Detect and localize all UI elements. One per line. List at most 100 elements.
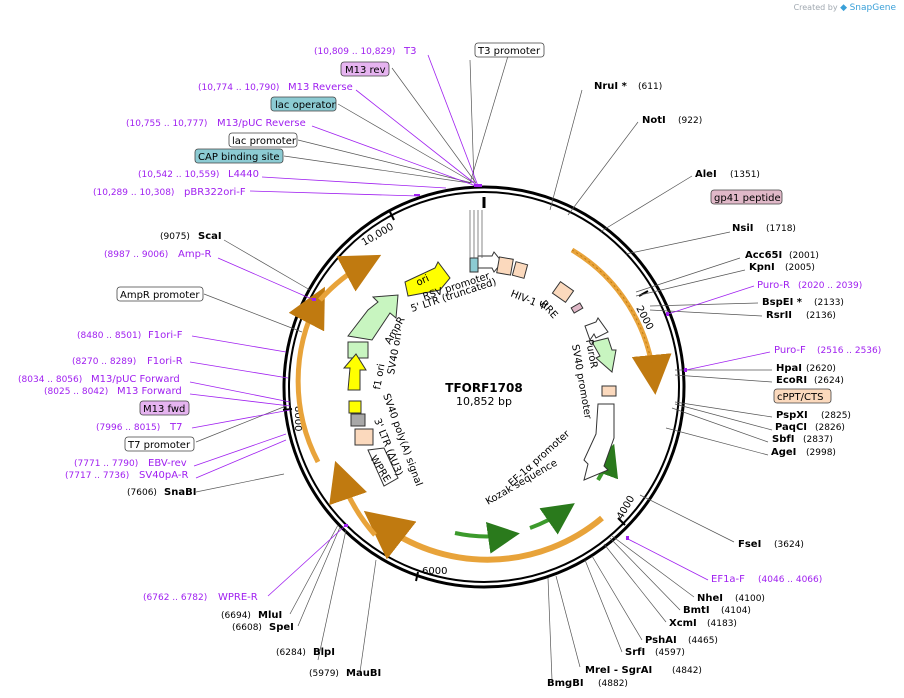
feature-hiv-psi-block bbox=[511, 261, 529, 279]
enzyme-label: FseI bbox=[738, 539, 761, 550]
primer-position: (8480 .. 8501) bbox=[77, 331, 141, 341]
enzyme-label: BlpI bbox=[313, 647, 335, 658]
enzyme-position: (6284) bbox=[276, 648, 306, 658]
primer-position: (10,809 .. 10,829) bbox=[314, 47, 395, 57]
enzyme-label: PaqCI bbox=[775, 422, 807, 433]
primer-leader-lines bbox=[189, 54, 771, 597]
primer-position: (8025 .. 8042) bbox=[44, 387, 108, 397]
box-lac-operator: lac operator bbox=[275, 100, 336, 111]
enzyme-position: (2620) bbox=[806, 364, 836, 374]
feature-cppt-block bbox=[601, 385, 617, 397]
enzyme-label: ScaI bbox=[198, 231, 222, 242]
enzyme-label: EcoRI bbox=[776, 375, 807, 386]
enzyme-position: (2826) bbox=[815, 423, 845, 433]
primer-position: (4046 .. 4066) bbox=[758, 575, 822, 585]
primer-label: Puro-R bbox=[757, 280, 790, 291]
enzyme-label: NruI * bbox=[594, 81, 628, 92]
primer-label: WPRE-R bbox=[218, 592, 258, 603]
enzyme-labels-right: NruI * (611) NotI (922) AleI (1351) NsiI… bbox=[547, 81, 851, 689]
primer-label: Amp-R bbox=[178, 249, 212, 260]
box-lac-promoter: lac promoter bbox=[232, 136, 297, 147]
enzyme-label: RsrII bbox=[766, 310, 792, 321]
feature-sv40-promoter-arrow bbox=[584, 317, 609, 342]
primer-label: M13 Reverse bbox=[288, 82, 353, 93]
enzyme-label: AgeI bbox=[771, 447, 796, 458]
primer-label: EBV-rev bbox=[148, 458, 187, 469]
enzyme-label: PspXI bbox=[776, 410, 808, 421]
primer-label: M13 Forward bbox=[117, 386, 182, 397]
enzyme-position: (4597) bbox=[655, 648, 685, 658]
primer-position: (8034 .. 8056) bbox=[18, 375, 82, 385]
enzyme-position: (4842) bbox=[672, 666, 702, 676]
enzyme-position: (4882) bbox=[598, 679, 628, 689]
enzyme-position: (6608) bbox=[232, 623, 262, 633]
enzyme-label: AleI bbox=[695, 169, 717, 180]
box-t3-promoter: T3 promoter bbox=[477, 46, 541, 57]
primer-position: (7771 .. 7790) bbox=[74, 459, 138, 469]
box-m13-fwd: M13 fwd bbox=[143, 404, 185, 415]
primer-position: (2020 .. 2039) bbox=[798, 281, 862, 291]
enzyme-label: XcmI bbox=[669, 618, 697, 629]
feature-puror-label: PuroR bbox=[583, 339, 599, 370]
leader-lines bbox=[195, 55, 773, 681]
tick-label-6000: 6000 bbox=[422, 566, 447, 577]
enzyme-position: (6694) bbox=[221, 611, 251, 621]
box-m13-rev: M13 rev bbox=[345, 65, 386, 76]
primer-label: EF1a-F bbox=[711, 574, 745, 585]
primer-position: (6762 .. 6782) bbox=[143, 593, 207, 603]
enzyme-label: BmtI bbox=[683, 605, 710, 616]
feature-3ltr-block bbox=[354, 428, 374, 446]
enzyme-label: NsiI bbox=[732, 223, 753, 234]
enzyme-position: (2837) bbox=[803, 435, 833, 445]
enzyme-position: (4465) bbox=[688, 636, 718, 646]
feature-kozak-label: Kozak sequence bbox=[484, 458, 559, 508]
enzyme-label: SnaBI bbox=[164, 487, 196, 498]
primer-label: Puro-F bbox=[774, 345, 806, 356]
primer-position: (8987 .. 9006) bbox=[104, 250, 168, 260]
enzyme-position: (2133) bbox=[814, 298, 844, 308]
feature-ori: ori bbox=[404, 261, 451, 297]
enzyme-label: BmgBI bbox=[547, 678, 584, 689]
primer-position: (2516 .. 2536) bbox=[817, 346, 881, 356]
enzyme-position: (2136) bbox=[806, 311, 836, 321]
snapgene-logo-icon: ◆ bbox=[840, 3, 848, 13]
enzyme-position: (4100) bbox=[735, 594, 765, 604]
enzyme-position: (611) bbox=[638, 82, 662, 92]
primer-label: SV40pA-R bbox=[139, 470, 188, 481]
primer-label: pBR322ori-F bbox=[184, 187, 246, 198]
enzyme-label: KpnI bbox=[749, 262, 775, 273]
primer-position: (10,755 .. 10,777) bbox=[126, 119, 207, 129]
primer-label: M13/pUC Forward bbox=[91, 374, 180, 385]
tick-label-8000: 8000 bbox=[292, 406, 303, 431]
enzyme-label: Acc65I bbox=[745, 250, 782, 261]
primer-label: L4440 bbox=[228, 169, 259, 180]
backbone-outer-ring bbox=[282, 185, 686, 589]
primer-position: (7717 .. 7736) bbox=[65, 471, 129, 481]
enzyme-position: (1718) bbox=[766, 224, 796, 234]
plasmid-name: TFORF1708 bbox=[445, 381, 522, 395]
credit-brand: SnapGene bbox=[849, 3, 896, 13]
feature-f1-ori-label: f1 ori bbox=[372, 363, 387, 391]
primer-position: (10,542 .. 10,559) bbox=[138, 170, 219, 180]
primer-site-marks bbox=[312, 184, 687, 540]
plasmid-size: 10,852 bp bbox=[456, 395, 512, 408]
enzyme-position: (4183) bbox=[707, 619, 737, 629]
primer-label: F1ori-F bbox=[148, 330, 183, 341]
enzyme-position: (922) bbox=[678, 116, 702, 126]
box-t7-promoter: T7 promoter bbox=[127, 440, 191, 451]
enzyme-position: (5979) bbox=[309, 669, 339, 679]
enzyme-label: SpeI bbox=[269, 622, 294, 633]
enzyme-position: (2624) bbox=[814, 376, 844, 386]
enzyme-label: SbfI bbox=[772, 434, 794, 445]
enzyme-position: (7606) bbox=[127, 488, 157, 498]
enzyme-position: (4104) bbox=[721, 606, 751, 616]
enzyme-position: (2825) bbox=[821, 411, 851, 421]
feature-puror-arrow bbox=[591, 337, 617, 373]
primer-position: (8270 .. 8289) bbox=[72, 357, 136, 367]
primer-label: F1ori-R bbox=[147, 356, 183, 367]
enzyme-label: MluI bbox=[258, 610, 282, 621]
box-cppt: cPPT/CTS bbox=[777, 392, 823, 403]
feature-rre-block bbox=[551, 280, 575, 304]
